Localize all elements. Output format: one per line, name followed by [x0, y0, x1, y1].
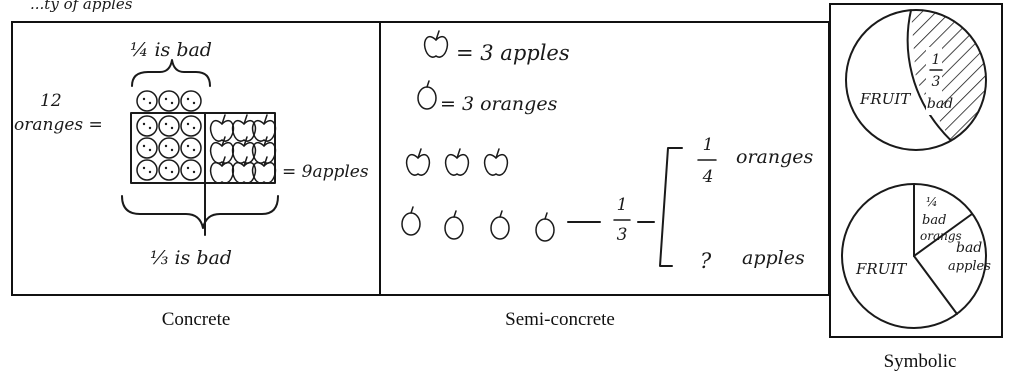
- orange-key-label: = 3 oranges: [440, 93, 558, 115]
- top-brace-label: ¼ is bad: [130, 39, 212, 61]
- concrete-caption: Concrete: [162, 309, 231, 330]
- orange-key-icon: [417, 80, 437, 110]
- good-oranges-grid: [136, 115, 202, 181]
- pie-bottom-radius-bottom: [913, 255, 958, 315]
- pie-top-slice-boundary: [906, 9, 952, 142]
- pie-bottom-bad-apples-2: apples: [948, 259, 991, 274]
- orange-icons-row: [401, 206, 555, 242]
- pie-top-fruit-label: FRUIT: [859, 90, 911, 108]
- pie-bottom: ¼ bad orangs bad apples FRUIT: [841, 183, 991, 329]
- pie-bottom-quarter: ¼: [926, 195, 938, 209]
- choice-bracket: [659, 147, 683, 267]
- pie-bottom-fruit-label: FRUIT: [855, 260, 907, 278]
- quarter-numerator: 1: [703, 135, 714, 155]
- oranges-equals-label: oranges =: [14, 115, 103, 135]
- concrete-panel: ¼ is bad 12 oranges =: [14, 39, 369, 330]
- apple-key-label: = 3 apples: [456, 41, 570, 65]
- oranges-word: oranges: [736, 146, 813, 168]
- top-brace: [131, 59, 211, 87]
- apples-grid: [209, 114, 277, 184]
- pie-bottom-bad-oranges-2: orangs: [920, 229, 962, 243]
- third-numerator: 1: [617, 195, 628, 215]
- pie-top-num: 1: [932, 52, 941, 68]
- quarter-denominator: 4: [702, 167, 714, 187]
- fraction-one-third: 1 3: [613, 195, 631, 245]
- apples-equals-label: = 9apples: [282, 162, 369, 182]
- apple-icons-row: [405, 148, 509, 176]
- pie-top-label-backdrop: [926, 47, 942, 115]
- pie-top-bad-slice: [911, 10, 986, 141]
- question-mark: ?: [700, 249, 712, 273]
- pie-top-circle: [845, 9, 987, 151]
- pie-top-den: 3: [932, 74, 941, 90]
- pie-top-bad-label: bad: [927, 96, 953, 112]
- pie-bottom-bad-oranges-1: bad: [922, 213, 946, 228]
- bottom-brace-label: ⅓ is bad: [150, 247, 232, 269]
- orange-texture-dots: [142, 97, 196, 174]
- pie-bottom-radius-right: [913, 213, 973, 257]
- oranges-count-label: 12: [40, 91, 62, 111]
- symbolic-panel: 1 3 bad FRUIT ¼ bad orangs bad apples FR…: [829, 3, 1003, 372]
- apple-key-icon: [423, 30, 449, 58]
- semi-concrete-panel: = 3 apples = 3 oranges 1 3 1 4 oranges: [401, 30, 813, 330]
- pie-top: 1 3 bad FRUIT: [845, 9, 987, 151]
- third-denominator: 3: [617, 225, 628, 245]
- pie-bottom-bad-apples-1: bad: [956, 240, 982, 256]
- header-fragment: ...ty of apples: [30, 0, 133, 13]
- symbolic-caption: Symbolic: [884, 351, 957, 372]
- fruit-grid: [130, 90, 277, 236]
- bottom-brace: [121, 195, 279, 229]
- bad-oranges-row: [136, 90, 202, 112]
- semi-concrete-caption: Semi-concrete: [505, 309, 615, 330]
- symbolic-box: [829, 3, 1003, 338]
- apples-word: apples: [742, 247, 805, 269]
- fraction-one-quarter: 1 4: [697, 135, 717, 187]
